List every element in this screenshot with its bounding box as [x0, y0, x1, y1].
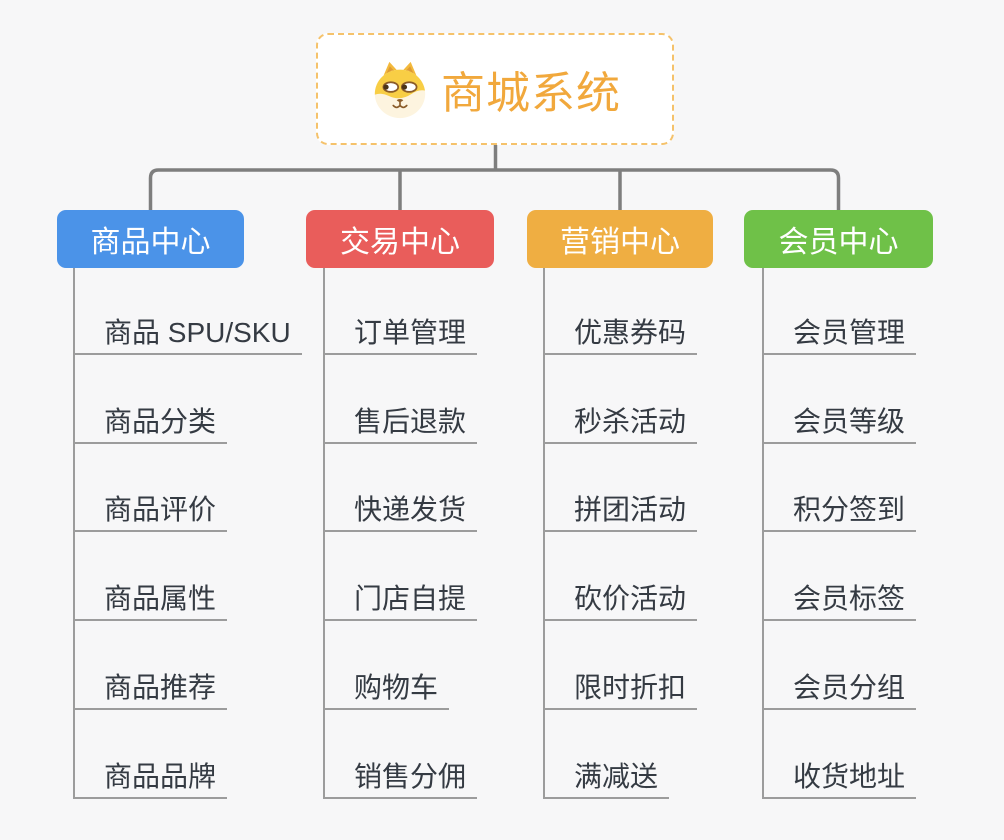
leaf-node[interactable]: 购物车	[323, 672, 450, 710]
leaf-node[interactable]: 收货地址	[762, 761, 917, 799]
branch-trade-center[interactable]: 交易中心	[306, 210, 494, 268]
root-title: 商城系统	[441, 69, 621, 118]
root-node[interactable]: 商城系统	[316, 33, 674, 145]
branch-member-center[interactable]: 会员中心	[744, 210, 933, 268]
leaf-node[interactable]: 销售分佣	[323, 761, 478, 799]
leaf-node[interactable]: 会员管理	[762, 317, 917, 355]
leaf-node[interactable]: 会员等级	[762, 406, 917, 444]
leaf-node[interactable]: 商品推荐	[73, 672, 228, 710]
leaf-node[interactable]: 会员标签	[762, 583, 917, 621]
leaf-node[interactable]: 订单管理	[323, 317, 478, 355]
leaf-node[interactable]: 秒杀活动	[543, 406, 698, 444]
leaf-node[interactable]: 满减送	[543, 761, 670, 799]
leaf-node[interactable]: 拼团活动	[543, 494, 698, 532]
dog-face-icon	[374, 61, 426, 119]
leaf-node[interactable]: 限时折扣	[543, 672, 698, 710]
leaf-node[interactable]: 售后退款	[323, 406, 478, 444]
leaf-node[interactable]: 快递发货	[323, 494, 478, 532]
leaf-node[interactable]: 商品评价	[73, 494, 228, 532]
leaf-node[interactable]: 会员分组	[762, 672, 917, 710]
leaf-node[interactable]: 砍价活动	[543, 583, 698, 621]
leaf-node[interactable]: 商品属性	[73, 583, 228, 621]
leaf-node[interactable]: 商品品牌	[73, 761, 228, 799]
leaf-node[interactable]: 门店自提	[323, 583, 478, 621]
leaf-node[interactable]: 积分签到	[762, 494, 917, 532]
leaf-node[interactable]: 商品 SPU/SKU	[73, 317, 302, 355]
leaf-node[interactable]: 优惠券码	[543, 317, 698, 355]
leaf-node[interactable]: 商品分类	[73, 406, 228, 444]
branch-marketing-center[interactable]: 营销中心	[527, 210, 713, 268]
branch-product-center[interactable]: 商品中心	[57, 210, 244, 268]
